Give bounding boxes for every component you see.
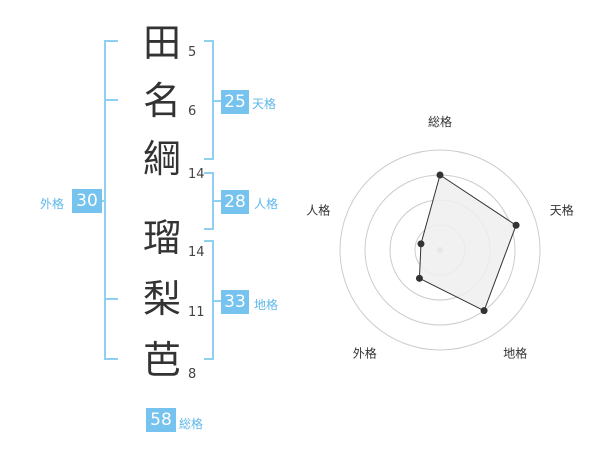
name-char-2: 名 <box>142 79 181 123</box>
jinkaku-label: 人格 <box>254 197 279 211</box>
radar-axis-label: 天格 <box>550 202 574 217</box>
radar-point-2 <box>512 221 520 229</box>
radar-axis-label: 人格 <box>306 202 330 217</box>
tenkaku-bracket-tick <box>204 40 214 42</box>
soukaku-label: 総格 <box>179 417 204 431</box>
jinkaku-bracket-tick <box>204 172 214 174</box>
outer-bracket-tick <box>104 358 118 360</box>
tenkaku-label: 天格 <box>252 97 277 111</box>
chikaku-bracket-connector <box>212 300 222 302</box>
name-char-4: 瑠 <box>142 216 181 260</box>
jinkaku-bracket-connector <box>212 200 222 202</box>
radar-axis-label: 外格 <box>353 346 377 361</box>
chikaku-label: 地格 <box>254 298 279 312</box>
outer-bracket-tick <box>104 298 118 300</box>
stroke-count-3: 14 <box>188 167 205 182</box>
stroke-count-4: 14 <box>188 245 205 260</box>
stroke-count-5: 11 <box>188 305 205 320</box>
gaikaku-value-badge: 30 <box>72 189 102 213</box>
radar-ring <box>339 149 541 351</box>
stroke-count-2: 6 <box>188 104 197 119</box>
radar-axis-label: 総格 <box>428 114 452 129</box>
name-char-1: 田 <box>142 21 181 65</box>
name-char-3: 綱 <box>142 137 181 181</box>
tenkaku-bracket-connector <box>212 100 222 102</box>
chikaku-bracket-tick <box>204 240 214 242</box>
radar-point-5 <box>417 240 425 248</box>
gaikaku-label: 外格 <box>40 197 65 211</box>
soukaku-value-badge: 58 <box>146 408 176 432</box>
tenkaku-bracket-tick <box>204 158 214 160</box>
outer-bracket-connector <box>98 200 106 202</box>
chikaku-bracket-tick <box>204 358 214 360</box>
tenkaku-value-badge: 25 <box>221 90 249 114</box>
radar-polygon <box>418 174 517 312</box>
name-char-6: 芭 <box>142 338 181 382</box>
jinkaku-value-badge: 28 <box>221 190 249 214</box>
chikaku-value-badge: 33 <box>221 290 249 314</box>
outer-bracket-tick <box>104 40 118 42</box>
stroke-count-6: 8 <box>188 367 197 382</box>
outer-bracket-tick <box>104 99 118 101</box>
jinkaku-bracket-tick <box>204 228 214 230</box>
radar-point-3 <box>480 307 488 315</box>
radar-point-4 <box>415 274 423 282</box>
name-char-5: 梨 <box>142 277 181 321</box>
radar-point-1 <box>436 171 444 179</box>
stroke-count-1: 5 <box>188 45 197 60</box>
radar-axis-label: 地格 <box>503 346 527 361</box>
